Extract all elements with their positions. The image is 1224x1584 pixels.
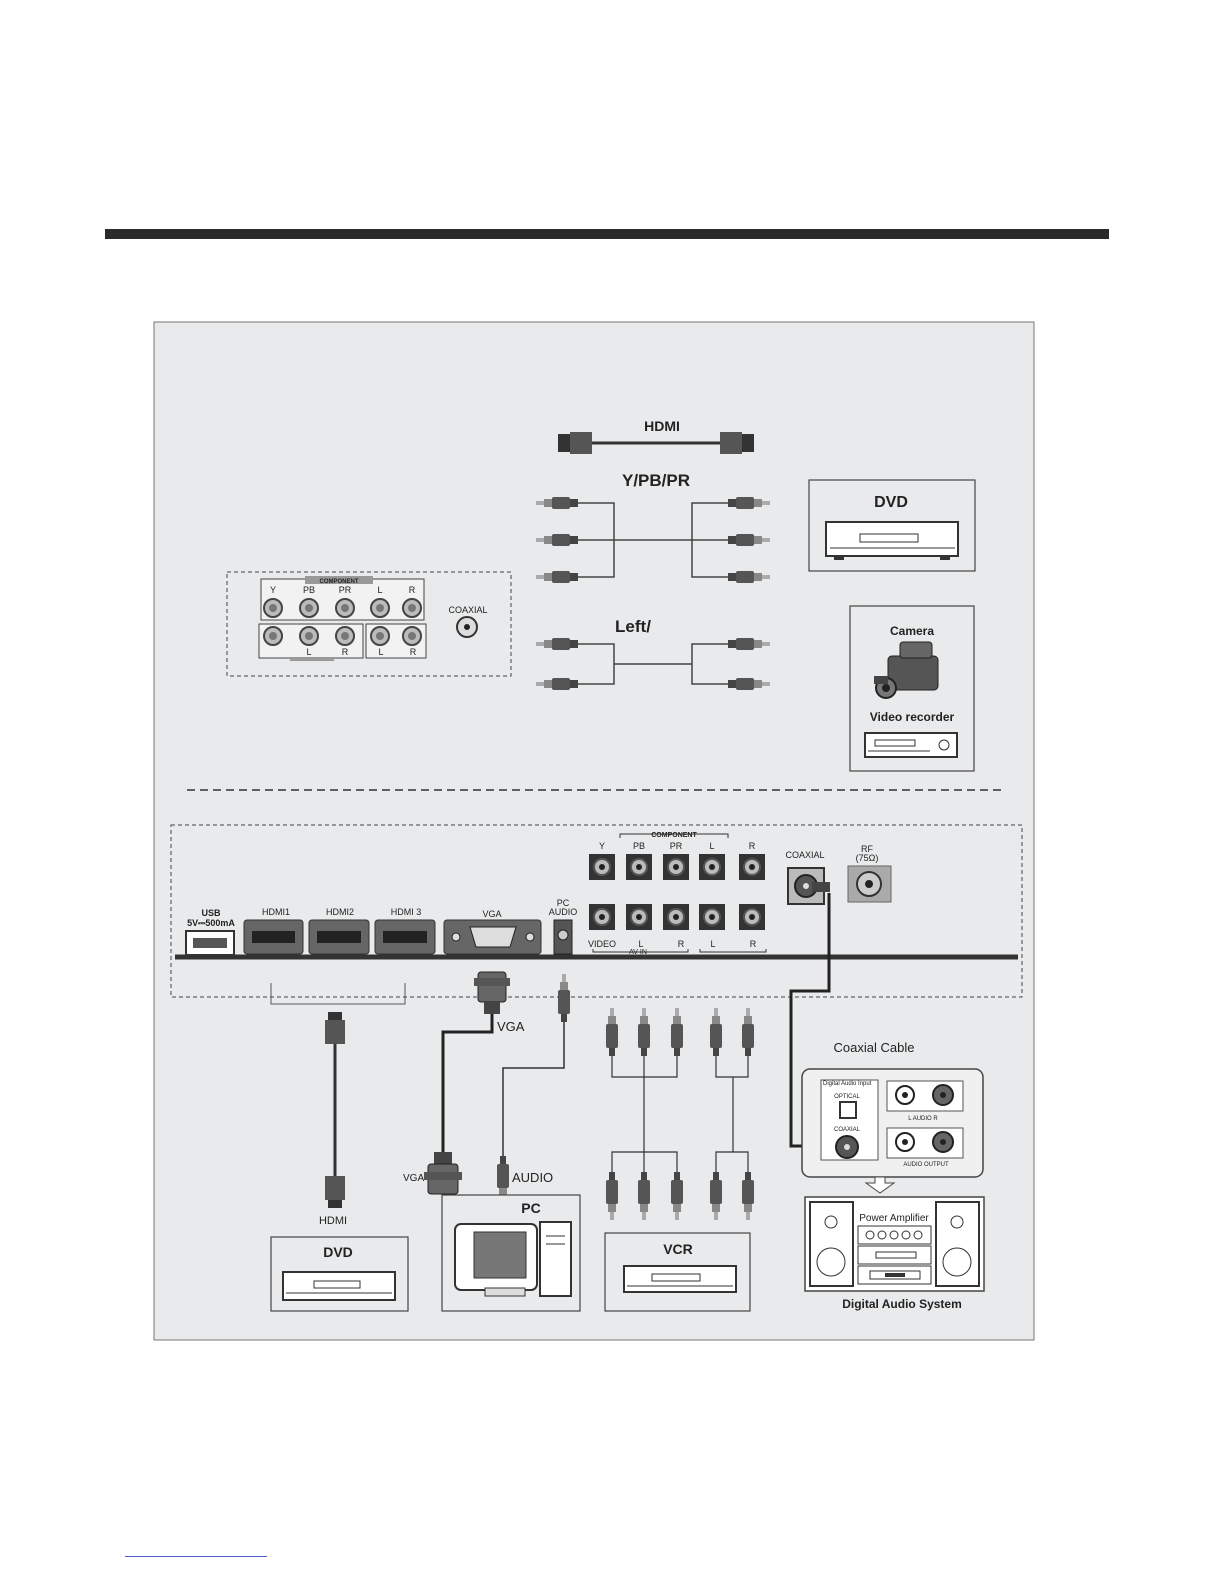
audio-out-sockets — [895, 1131, 954, 1153]
hdmi2-port-label: HDMI2 — [326, 907, 354, 917]
upper-port-pr-label: PR — [339, 585, 352, 595]
audio-lr-label: L AUDIO R — [908, 1116, 938, 1122]
pc-audio-cable — [497, 974, 570, 1204]
upper-bottom-r1-label: R — [342, 647, 349, 657]
speaker-right-icon — [935, 1201, 980, 1287]
coaxial-cable-label: Coaxial Cable — [834, 1040, 915, 1055]
ypbpr-cable — [578, 502, 738, 578]
diagram-panel — [153, 321, 1035, 1341]
pc-label: PC — [521, 1200, 540, 1216]
vcr-label: VCR — [663, 1241, 693, 1257]
lower-coaxial-label: COAXIAL — [785, 850, 824, 860]
vcr-cables — [606, 1008, 754, 1220]
upper-bottom-l2-label: L — [378, 647, 383, 657]
vga-plug-label: VGA — [403, 1173, 424, 1184]
lower-video-label: VIDEO — [588, 939, 616, 949]
vga-cable — [424, 971, 510, 1195]
camcorder-icon — [874, 641, 939, 699]
upper-bottom-r2-label: R — [410, 647, 417, 657]
dvd-upper-label: DVD — [874, 494, 908, 511]
rf-label-1: RF — [861, 844, 873, 854]
hdmi3-port-label: HDMI 3 — [391, 907, 422, 917]
usb-port — [185, 930, 235, 956]
upper-av-bar — [290, 657, 334, 661]
lower-component-label: COMPONENT — [651, 832, 697, 839]
optical-socket — [839, 1101, 857, 1119]
dvd-player-icon — [825, 521, 959, 560]
upper-port-y-label: Y — [270, 585, 276, 595]
upper-port-pb-label: PB — [303, 585, 315, 595]
digital-audio-system-label: Digital Audio System — [842, 1297, 962, 1311]
dvd-lower-label: DVD — [323, 1244, 353, 1260]
ypbpr-cable-label: Y/PB/PR — [622, 471, 690, 490]
lower-port-r-label: R — [749, 841, 756, 851]
tv-rear-panel — [170, 824, 1023, 998]
amplifier-stack-icon — [857, 1225, 932, 1285]
lower-port-y-label: Y — [599, 841, 605, 851]
upper-connector-panel — [226, 571, 512, 677]
coaxial-in-socket — [835, 1135, 859, 1159]
computer-icon — [454, 1221, 572, 1297]
lower-port-pb-label: PB — [633, 841, 645, 851]
pc-audio-port — [553, 919, 573, 955]
upper-coaxial-socket — [456, 616, 478, 638]
lower-out-r-label: R — [750, 939, 757, 949]
hdmi-plug-label: HDMI — [319, 1215, 347, 1227]
hdmi-cable — [558, 432, 754, 454]
lower-coaxial-socket — [787, 867, 830, 905]
lower-av-l-label: L — [638, 939, 643, 949]
camera-label: Camera — [890, 624, 934, 638]
pc-audio-label-2: AUDIO — [549, 907, 578, 917]
upper-component-tab — [305, 576, 373, 584]
pc-audio-label-1: PC — [557, 898, 570, 908]
upper-component-label: COMPONENT — [320, 579, 359, 585]
usb-label: USB — [201, 908, 221, 918]
dvd-lower-icon — [282, 1271, 396, 1301]
rf-label-2: (75Ω) — [856, 853, 879, 863]
left-cable-label: Left/ — [615, 617, 651, 636]
audio-cable-upper — [578, 643, 728, 685]
lower-port-pr-label: PR — [670, 841, 683, 851]
speaker-left-icon — [809, 1201, 854, 1287]
lower-out-l-label: L — [710, 939, 715, 949]
audio-output-label: AUDIO OUTPUT — [903, 1162, 949, 1168]
av-in-label: AV IN — [629, 949, 647, 956]
upper-coaxial-label: COAXIAL — [448, 605, 487, 615]
hdmi-cable-label: HDMI — [644, 418, 680, 434]
footer-link-line — [125, 1556, 267, 1557]
upper-bottom-l1-label: L — [306, 647, 311, 657]
hdmi1-port-label: HDMI1 — [262, 907, 290, 917]
header-rule — [105, 229, 1109, 239]
video-recorder-label: Video recorder — [870, 710, 955, 724]
lower-port-l-label: L — [709, 841, 714, 851]
audio-in-sockets — [895, 1084, 954, 1106]
hdmi-cable-lower — [325, 1012, 345, 1208]
video-recorder-icon — [864, 732, 958, 758]
upper-port-l-label: L — [377, 585, 382, 595]
coaxial-cable — [789, 893, 831, 1148]
hdmi-ports — [243, 919, 436, 955]
hdmi-bracket — [270, 983, 406, 1005]
upper-port-r-label: R — [409, 585, 416, 595]
down-arrow-icon — [864, 1176, 896, 1194]
audio-plug-label: AUDIO — [512, 1170, 553, 1185]
usb-rating: 5V⎓500mA — [187, 918, 235, 928]
vga-port — [443, 919, 542, 955]
lower-av-r-label: R — [678, 939, 685, 949]
vga-port-label: VGA — [482, 909, 501, 919]
vga-cable-label: VGA — [497, 1019, 525, 1034]
rf-socket — [847, 865, 892, 903]
vcr-icon — [623, 1265, 737, 1293]
power-amplifier-label: Power Amplifier — [859, 1213, 929, 1224]
optical-label: OPTICAL — [834, 1094, 860, 1100]
digital-audio-input-label: Digital Audio Input — [823, 1081, 872, 1087]
coaxial-in-label: COAXIAL — [834, 1127, 861, 1133]
